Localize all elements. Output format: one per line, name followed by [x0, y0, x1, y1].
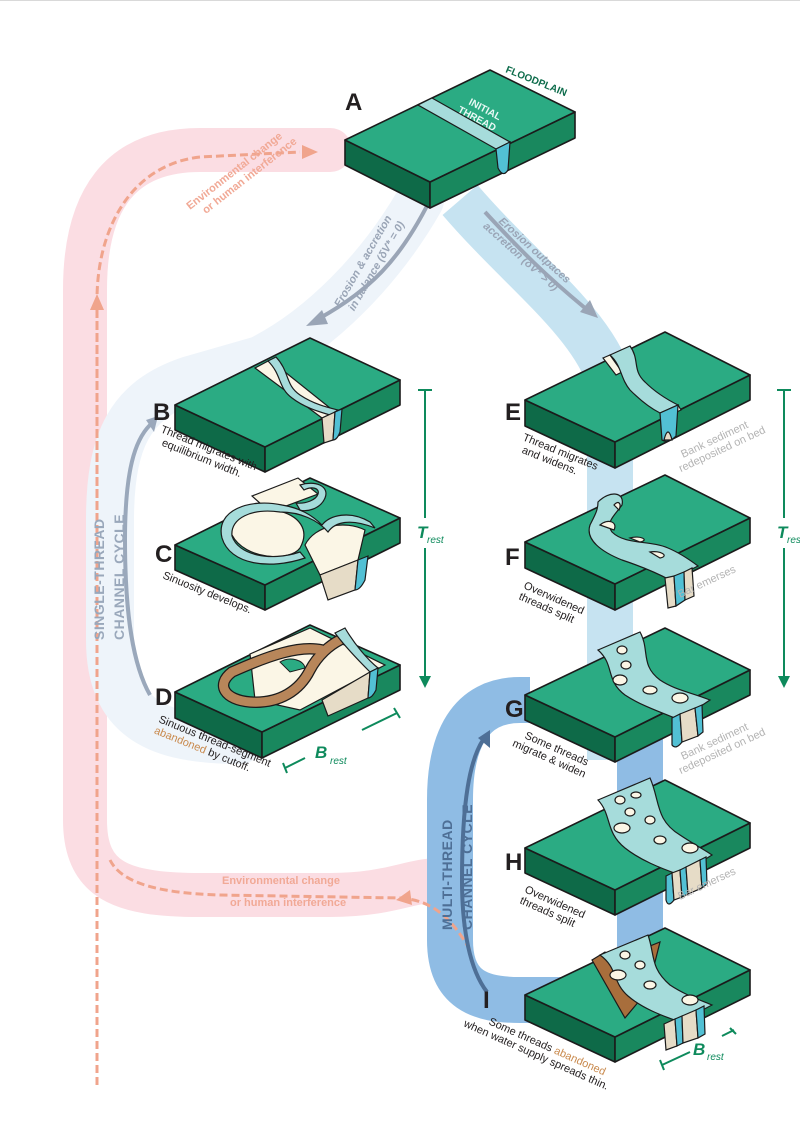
- single-thread-label-1: SINGLE-THREAD: [91, 518, 107, 640]
- block-d: [174, 624, 401, 759]
- block-g: [524, 627, 751, 763]
- block-e: [524, 331, 751, 469]
- block-i: [524, 927, 751, 1063]
- stage-letter-a: A: [345, 89, 362, 116]
- svg-text:rest: rest: [330, 756, 348, 767]
- multi-thread-cycle-arrow: [459, 730, 490, 994]
- single-thread-band: [86, 176, 444, 764]
- svg-text:rest: rest: [707, 1052, 725, 1063]
- b-rest-d-scale: B rest: [282, 707, 401, 774]
- stage-letter-i: I: [483, 987, 490, 1014]
- b-rest-i-scale: B rest: [659, 1027, 737, 1071]
- svg-text:rest: rest: [427, 535, 445, 546]
- svg-text:T: T: [777, 523, 789, 542]
- svg-text:res: res: [787, 535, 800, 546]
- block-a: INITIAL THREAD FLOODPLAIN: [344, 65, 576, 209]
- block-f: [524, 474, 751, 611]
- block-c: [174, 477, 401, 611]
- stage-letter-b: B: [153, 399, 170, 426]
- svg-text:B: B: [315, 743, 327, 762]
- env-label-bottom-1: Environmental change: [222, 875, 340, 887]
- stage-letter-c: C: [155, 541, 172, 568]
- stage-letter-h: H: [505, 849, 522, 876]
- env-arrow-up: [90, 294, 104, 1085]
- block-b: [174, 337, 401, 473]
- svg-text:B: B: [693, 1040, 705, 1059]
- multi-thread-label-2: CHANNEL CYCLE: [459, 804, 475, 930]
- env-change-band: [63, 128, 462, 917]
- stage-letter-g: G: [505, 696, 524, 723]
- env-label-bottom-2: or human interference: [230, 897, 346, 909]
- t-rest-left-scale: T rest: [417, 389, 445, 688]
- block-h: [524, 777, 751, 916]
- multi-thread-label-1: MULTI-THREAD: [439, 819, 455, 930]
- svg-text:T: T: [417, 523, 429, 542]
- env-arrow-bottom: [108, 859, 472, 951]
- stage-letter-f: F: [505, 544, 520, 571]
- single-thread-cycle-arrow: [122, 416, 158, 696]
- t-res-right-scale: T res: [777, 389, 800, 688]
- oxbow-lake: [219, 635, 345, 707]
- stage-letter-e: E: [505, 399, 521, 426]
- balance-pathway-arrow: [306, 199, 432, 326]
- top-border: [0, 0, 800, 1]
- single-thread-label-2: CHANNEL CYCLE: [111, 514, 127, 640]
- outpace-pathway-arrow: [483, 210, 598, 318]
- stage-letter-d: D: [155, 684, 172, 711]
- env-arrow-top: [95, 145, 318, 510]
